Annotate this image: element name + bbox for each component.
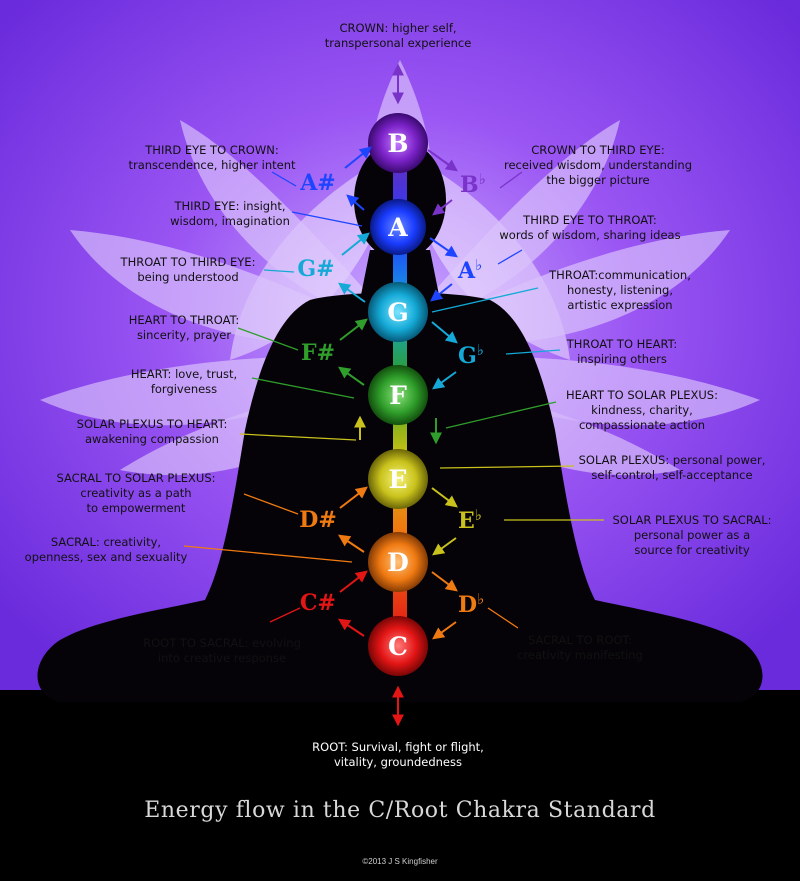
diagram-title: Energy flow in the C/Root Chakra Standar…: [144, 798, 656, 823]
heart-to-solar-plexus-label: HEART TO SOLAR PLEXUS: kindness, charity…: [566, 388, 718, 432]
e-flat-note: E♭: [458, 506, 482, 534]
crown-to-third-eye-label: CROWN TO THIRD EYE: received wisdom, und…: [503, 143, 693, 187]
root-note-letter: C: [388, 632, 408, 661]
g-flat-note: G♭: [458, 341, 484, 369]
sacral-label: SACRAL: creativity, openness, sex and se…: [24, 535, 188, 564]
third-eye-label: THIRD EYE: insight, wisdom, imagination: [170, 199, 290, 228]
solar-plexus-chakra-glow: [368, 449, 428, 509]
throat-to-third-eye-label: THROAT TO THIRD EYE: being understood: [120, 255, 256, 284]
b-flat-note: B♭: [460, 170, 486, 198]
third-eye-chakra-glow: [370, 199, 426, 255]
solar-plexus-note-letter: E: [388, 465, 407, 494]
heart-chakra-glow: [368, 365, 428, 425]
third-eye-to-crown-label: THIRD EYE TO CROWN: transcendence, highe…: [128, 143, 296, 172]
chakra-glows: [368, 113, 428, 676]
crown-note-letter: B: [387, 129, 408, 158]
sacral-chakra-glow: [368, 532, 428, 592]
f-sharp-note: F#: [301, 340, 335, 366]
crown-label: CROWN: higher self, transpersonal experi…: [324, 21, 472, 50]
heart-to-throat-label: HEART TO THROAT: sincerity, prayer: [128, 313, 240, 342]
throat-to-heart-label: THROAT TO HEART: inspiring others: [566, 337, 678, 366]
heart-note-letter: F: [389, 381, 407, 410]
throat-note-letter: G: [387, 298, 408, 327]
solar-plexus-label: SOLAR PLEXUS: personal power, self-contr…: [578, 453, 766, 482]
root-chakra-glow: [368, 616, 428, 676]
third-eye-note-letter: A: [387, 213, 408, 242]
lotus-petals: [40, 60, 760, 560]
throat-label: THROAT:communication, honesty, listening…: [549, 268, 691, 312]
leader-lines: [183, 171, 604, 629]
copyright-notice: ©2013 J S Kingfisher: [362, 857, 438, 866]
third-eye-to-throat-label: THIRD EYE TO THROAT: words of wisdom, sh…: [499, 213, 681, 242]
heart-label: HEART: love, trust, forgiveness: [130, 367, 238, 396]
crown-chakra-glow: [368, 113, 428, 173]
flow-arrows: [338, 146, 458, 640]
sacral-to-root-label: SACRAL TO ROOT: creativity manifesting: [517, 633, 643, 662]
root-label: ROOT: Survival, fight or flight, vitalit…: [312, 740, 484, 769]
a-flat-note: A♭: [457, 256, 482, 284]
d-sharp-note: D#: [299, 507, 337, 533]
g-sharp-note: G#: [297, 256, 334, 282]
d-flat-note: D♭: [458, 590, 484, 618]
sacral-note-letter: D: [387, 548, 409, 577]
solar-plexus-to-heart-label: SOLAR PLEXUS TO HEART: awakening compass…: [76, 417, 228, 446]
a-sharp-note: A#: [299, 170, 336, 196]
throat-chakra-glow: [368, 282, 428, 342]
solar-plexus-to-sacral-label: SOLAR PLEXUS TO SACRAL: personal power a…: [612, 513, 772, 557]
c-sharp-note: C#: [300, 590, 336, 616]
black-ground: [0, 690, 800, 881]
sacral-to-solar-plexus-label: SACRAL TO SOLAR PLEXUS: creativity as a …: [56, 471, 216, 515]
root-to-sacral-label: ROOT TO SACRAL: evolving into creative r…: [143, 636, 301, 665]
